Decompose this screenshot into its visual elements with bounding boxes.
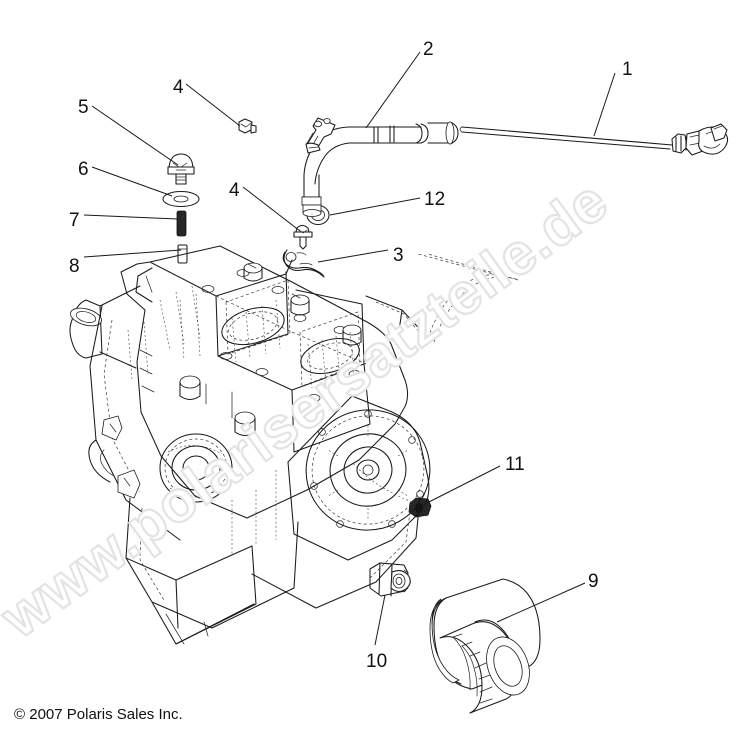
part-2-dipstick-tube	[301, 117, 459, 217]
leader-line-sealing-washer	[91, 166, 173, 197]
callout-number-oil-filter-adapter-nipple: 10	[366, 651, 388, 672]
part-1-dipstick	[459, 123, 729, 156]
leader-line-dipstick-tube	[365, 51, 421, 129]
part-4b-flange-bolt	[293, 224, 313, 250]
callout-leader-lines	[83, 51, 616, 646]
leader-line-o-ring	[329, 197, 421, 216]
leader-line-flange-bolt	[242, 186, 301, 232]
callout-number-dowel-pin-long: 7	[69, 210, 80, 231]
callout-number-sealing-washer: 6	[78, 159, 89, 180]
callout-number-dipstick-tube: 2	[423, 39, 434, 60]
part-10-oil-filter-adapter-nipple	[369, 562, 411, 597]
part-4a-flange-bolt	[238, 118, 257, 134]
leader-line-flange-bolt	[185, 83, 241, 127]
callout-number-flange-bolt: 4	[229, 180, 240, 201]
part-3-tube-retainer-clip	[282, 249, 325, 278]
part-5-drain-plug-bolt	[167, 153, 195, 185]
callout-number-dipstick: 1	[622, 59, 633, 80]
engine-crankcase-body	[69, 245, 519, 645]
callout-number-oil-filter: 9	[588, 571, 599, 592]
leader-line-oil-filter-adapter-nipple	[374, 594, 386, 646]
copyright-text: 2007 Polaris Sales Inc.	[29, 706, 183, 723]
copyright-notice: © 2007 Polaris Sales Inc.	[14, 706, 183, 723]
leader-line-oil-filter	[496, 582, 586, 623]
leader-line-dipstick	[593, 72, 616, 137]
leader-line-dowel-pin-long	[83, 214, 179, 220]
part-9-oil-filter	[429, 578, 541, 714]
callout-number-dowel-pin-short: 8	[69, 256, 80, 277]
part-7-dowel-pin-long	[176, 210, 187, 237]
leader-line-drain-plug-bolt	[91, 105, 179, 166]
callout-number-oil-gallery-plug: 11	[505, 454, 525, 475]
callout-number-o-ring: 12	[424, 189, 446, 210]
copyright-symbol: ©	[14, 706, 26, 723]
callout-number-drain-plug-bolt: 5	[78, 97, 89, 118]
callout-number-tube-retainer-clip: 3	[393, 245, 404, 266]
leader-line-dowel-pin-short	[83, 249, 182, 258]
leader-line-oil-gallery-plug	[422, 465, 501, 506]
part-6-sealing-washer	[162, 190, 200, 208]
callout-number-flange-bolt: 4	[173, 77, 184, 98]
leader-line-tube-retainer-clip	[317, 249, 389, 263]
